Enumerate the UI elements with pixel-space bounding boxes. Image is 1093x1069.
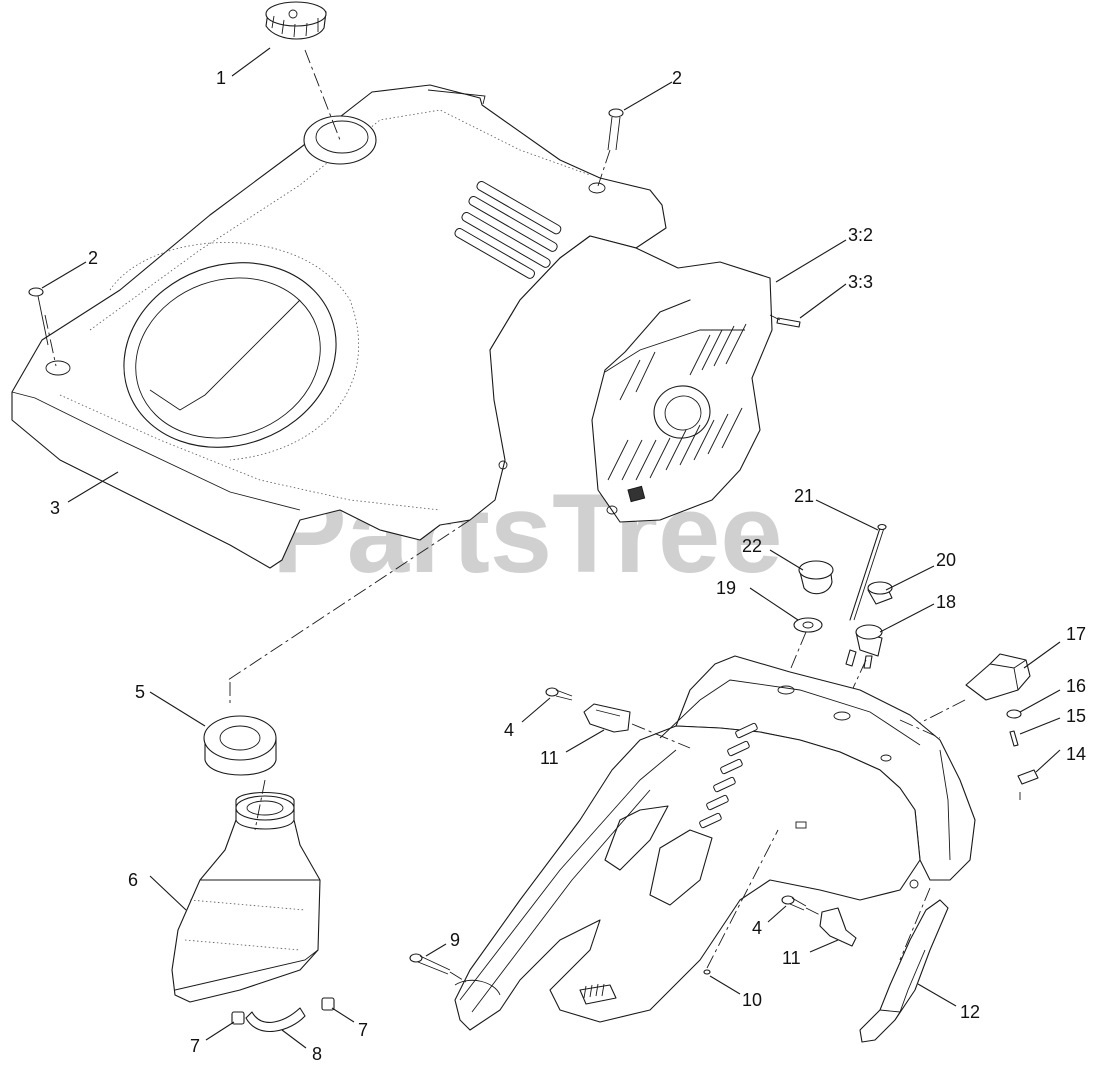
callout-11-lower: 11 <box>782 948 801 968</box>
fuel-tank-part <box>171 779 321 1003</box>
washer-19-part <box>793 617 823 633</box>
key-20-part <box>867 581 893 605</box>
screw-2-top <box>597 108 624 187</box>
callout-10: 10 <box>742 990 762 1010</box>
callout-2-top: 2 <box>672 68 682 88</box>
callout-11-upper: 11 <box>540 748 559 768</box>
clip-14-part <box>1017 769 1039 785</box>
callout-14: 14 <box>1066 744 1086 764</box>
callout-5: 5 <box>135 682 145 702</box>
grille-slots <box>607 323 747 481</box>
callout-17: 17 <box>1066 624 1086 644</box>
callout-8: 8 <box>312 1044 322 1064</box>
callout-6: 6 <box>128 870 138 890</box>
callout-22: 22 <box>742 536 762 556</box>
callout-16: 16 <box>1066 676 1086 696</box>
callout-21: 21 <box>794 486 814 506</box>
upper-shroud-part <box>11 84 667 569</box>
callout-3-3: 3:3 <box>848 272 873 292</box>
knob-22-part <box>798 560 834 595</box>
fitting-7-right <box>321 997 335 1011</box>
handle-grip-17-part <box>965 653 1031 701</box>
rod-21-part <box>849 523 887 621</box>
screw-4-upper-part <box>545 687 573 701</box>
fuel-cap-part <box>265 1 341 141</box>
callout-labels: 1 2 2 3 3:2 3:3 5 6 7 7 8 9 10 11 11 4 4… <box>50 68 1086 1064</box>
callout-4-upper: 4 <box>504 720 514 740</box>
control-panel-part <box>454 655 976 1031</box>
fuel-hose-part <box>245 1007 306 1033</box>
side-panel-12-part <box>859 899 949 1043</box>
screw-15-part <box>1009 730 1019 747</box>
screw-10-part <box>703 969 711 975</box>
ignition-switch-18-part <box>845 624 883 669</box>
bolt-9-part <box>409 953 451 975</box>
screw-2-left <box>28 287 57 367</box>
shroud-vents <box>454 180 562 279</box>
callout-15: 15 <box>1066 706 1086 726</box>
washer-16-part <box>1006 709 1022 719</box>
callout-2-left: 2 <box>88 248 98 268</box>
callout-7-right: 7 <box>358 1020 368 1040</box>
screw-3-3 <box>769 314 801 328</box>
callout-18: 18 <box>936 592 956 612</box>
grommet-part <box>203 715 277 776</box>
callout-9: 9 <box>450 930 460 950</box>
callout-4-lower: 4 <box>752 918 762 938</box>
callout-19: 19 <box>716 578 736 598</box>
callout-7-left: 7 <box>190 1036 200 1056</box>
callout-12: 12 <box>960 1002 980 1022</box>
callout-3: 3 <box>50 498 60 518</box>
callout-3-2: 3:2 <box>848 225 873 245</box>
grille-cover-part <box>489 235 773 523</box>
fitting-7-left <box>231 1011 245 1025</box>
screw-4-lower-part <box>781 895 807 911</box>
callout-1: 1 <box>216 68 226 88</box>
callout-20: 20 <box>936 550 956 570</box>
latch-11-lower-part <box>819 907 857 947</box>
leader-lines <box>41 47 1061 1049</box>
latch-11-upper-part <box>583 703 631 733</box>
